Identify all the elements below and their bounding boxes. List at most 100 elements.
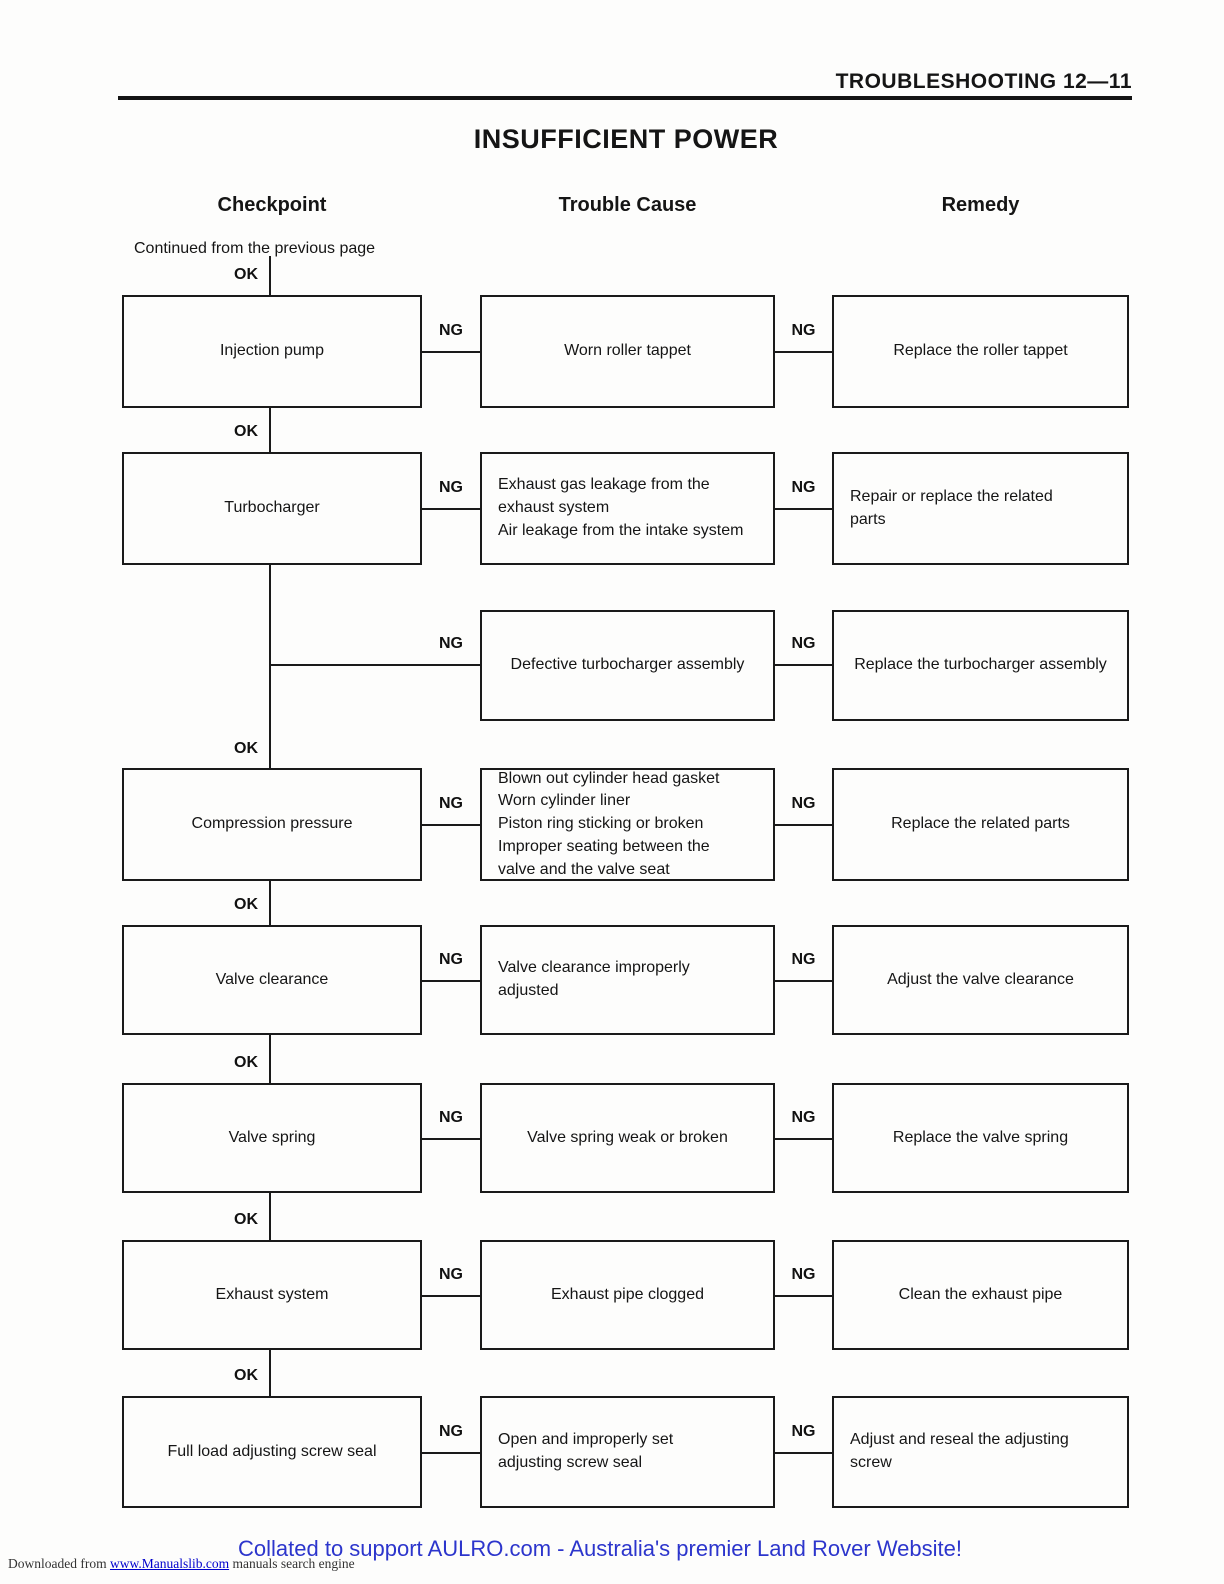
- connector-line: [775, 1452, 832, 1454]
- manualslib-link[interactable]: www.Manualslib.com: [109, 1556, 230, 1571]
- trouble-cause-box: Valve spring weak or broken: [480, 1083, 775, 1193]
- ng-label: NG: [791, 1266, 816, 1283]
- remedy-label: Repair or replace the related parts: [850, 487, 1053, 528]
- trouble-cause-box: Worn roller tappet: [480, 295, 775, 408]
- header-rule: [118, 96, 1132, 100]
- connector-line: [422, 351, 480, 353]
- remedy-label: Clean the exhaust pipe: [898, 1285, 1063, 1303]
- ng-label: NG: [439, 1266, 463, 1283]
- ok-label: OK: [234, 266, 258, 283]
- ok-label: OK: [234, 423, 258, 440]
- checkpoint-box: Exhaust system: [122, 1240, 422, 1350]
- remedy-box: Repair or replace the related parts: [832, 452, 1129, 565]
- remedy-box: Clean the exhaust pipe: [832, 1240, 1129, 1350]
- downloaded-prefix: Downloaded from: [8, 1556, 110, 1571]
- connector-line: [775, 1138, 832, 1140]
- remedy-box: Adjust the valve clearance: [832, 925, 1129, 1035]
- connector-line: [422, 1295, 480, 1297]
- trouble-cause-box: Exhaust gas leakage from the exhaust sys…: [480, 452, 775, 565]
- trouble-cause-box: Open and improperly set adjusting screw …: [480, 1396, 775, 1508]
- connector-line: [775, 508, 832, 510]
- connector-vline: [269, 408, 271, 452]
- connector-line: [422, 508, 480, 510]
- ok-label: OK: [234, 1211, 258, 1228]
- trouble-cause-label: Exhaust gas leakage from the exhaust sys…: [498, 476, 744, 539]
- remedy-label: Adjust and reseal the adjusting screw: [850, 1431, 1069, 1471]
- downloaded-suffix: manuals search engine: [229, 1556, 355, 1571]
- connector-vline: [269, 1035, 271, 1083]
- remedy-box: Replace the valve spring: [832, 1083, 1129, 1193]
- trouble-cause-label: Worn roller tappet: [564, 342, 691, 360]
- remedy-box: Replace the roller tappet: [832, 295, 1129, 408]
- trouble-cause-label: Defective turbocharger assembly: [510, 656, 745, 674]
- continued-note: Continued from the previous page: [134, 240, 376, 257]
- checkpoint-box: Valve spring: [122, 1083, 422, 1193]
- trouble-cause-label: Exhaust pipe clogged: [551, 1285, 704, 1303]
- remedy-box: Replace the related parts: [832, 768, 1129, 881]
- ng-label: NG: [439, 795, 463, 812]
- checkpoint-box: Turbocharger: [122, 452, 422, 565]
- ng-label: NG: [439, 479, 463, 496]
- ng-label: NG: [439, 635, 463, 652]
- connector-line: [269, 664, 480, 666]
- trouble-cause-box: Defective turbocharger assembly: [480, 610, 775, 721]
- remedy-box: Replace the turbocharger assembly: [832, 610, 1129, 721]
- connector-vline: [269, 1350, 271, 1396]
- trouble-cause-box: Valve clearance improperly adjusted: [480, 925, 775, 1035]
- ng-label: NG: [791, 322, 816, 339]
- column-header-remedy: Remedy: [941, 194, 1020, 216]
- connector-line: [775, 351, 832, 353]
- checkpoint-box: Valve clearance: [122, 925, 422, 1035]
- checkpoint-label: Valve spring: [228, 1128, 316, 1146]
- ng-label: NG: [439, 1109, 463, 1126]
- ng-label: NG: [791, 951, 816, 968]
- column-header-trouble-cause: Trouble Cause: [558, 194, 697, 216]
- checkpoint-box: Injection pump: [122, 295, 422, 408]
- ng-label: NG: [791, 635, 816, 652]
- connector-line: [775, 664, 832, 666]
- connector-line: [775, 1295, 832, 1297]
- checkpoint-box: Full load adjusting screw seal: [122, 1396, 422, 1508]
- connector-line: [422, 824, 480, 826]
- checkpoint-label: Turbocharger: [224, 499, 320, 517]
- collated-note: Collated to support AULRO.com - Australi…: [238, 1536, 963, 1561]
- connector-line: [422, 1452, 480, 1454]
- remedy-label: Replace the related parts: [891, 815, 1070, 833]
- remedy-label: Replace the roller tappet: [893, 342, 1068, 360]
- trouble-cause-label: Valve spring weak or broken: [527, 1128, 728, 1146]
- trouble-cause-box: Blown out cylinder head gasket Worn cyli…: [480, 768, 775, 881]
- connector-line: [775, 980, 832, 982]
- checkpoint-box: Compression pressure: [122, 768, 422, 881]
- ng-label: NG: [439, 951, 463, 968]
- page-header: TROUBLESHOOTING 12—11: [835, 70, 1132, 93]
- ok-label: OK: [234, 1054, 258, 1071]
- trouble-cause-label: Open and improperly set adjusting screw …: [498, 1431, 674, 1471]
- downloaded-note: Downloaded from www.Manualslib.com manua…: [8, 1556, 355, 1572]
- trouble-cause-label: Valve clearance improperly adjusted: [498, 959, 690, 999]
- ok-label: OK: [234, 896, 258, 913]
- ok-label: OK: [234, 1367, 258, 1384]
- connector-vline: [269, 256, 271, 295]
- checkpoint-label: Injection pump: [219, 342, 325, 360]
- remedy-label: Adjust the valve clearance: [887, 970, 1074, 988]
- remedy-label: Replace the valve spring: [892, 1128, 1069, 1146]
- ok-label: OK: [234, 740, 258, 757]
- connector-line: [775, 824, 832, 826]
- ng-label: NG: [439, 322, 463, 339]
- trouble-cause-box: Exhaust pipe clogged: [480, 1240, 775, 1350]
- trouble-cause-label: Blown out cylinder head gasket Worn cyli…: [498, 769, 720, 878]
- connector-vline: [269, 881, 271, 925]
- checkpoint-label: Compression pressure: [191, 815, 353, 833]
- checkpoint-label: Exhaust system: [215, 1285, 329, 1303]
- ng-label: NG: [439, 1423, 463, 1440]
- ng-label: NG: [791, 795, 816, 812]
- connector-vline: [269, 565, 271, 768]
- ng-label: NG: [791, 479, 816, 496]
- connector-line: [422, 980, 480, 982]
- ng-label: NG: [791, 1423, 816, 1440]
- column-header-checkpoint: Checkpoint: [217, 194, 327, 216]
- connector-vline: [269, 1193, 271, 1240]
- connector-line: [422, 1138, 480, 1140]
- checkpoint-label: Full load adjusting screw seal: [167, 1442, 377, 1460]
